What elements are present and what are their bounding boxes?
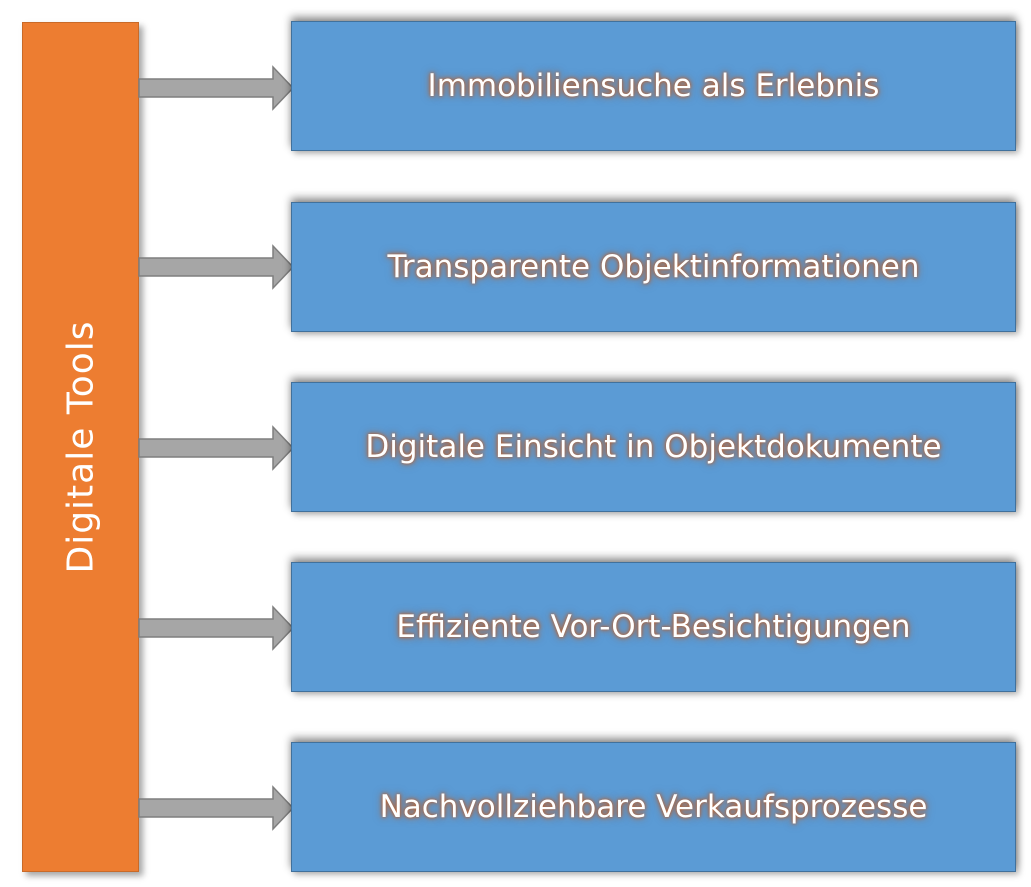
- box-besichtigungen: Effiziente Vor-Ort-Besichtigungen: [291, 562, 1016, 692]
- box-objektdokumente: Digitale Einsicht in Objektdokumente: [291, 382, 1016, 512]
- box-objektinformationen: Transparente Objektinformationen: [291, 202, 1016, 332]
- box-label: Digitale Einsicht in Objektdokumente: [365, 429, 942, 465]
- box-verkaufsprozesse: Nachvollziehbare Verkaufsprozesse: [291, 742, 1016, 872]
- box-label: Transparente Objektinformationen: [387, 249, 920, 285]
- box-immobiliensuche: Immobiliensuche als Erlebnis: [291, 21, 1016, 151]
- digitale-tools-bar: Digitale Tools: [22, 22, 139, 872]
- arrow-0: [138, 65, 295, 111]
- arrow-3: [138, 605, 295, 651]
- arrow-4: [138, 785, 295, 831]
- arrow-1: [138, 244, 295, 290]
- box-label: Immobiliensuche als Erlebnis: [427, 68, 880, 104]
- arrow-2: [138, 425, 295, 471]
- box-label: Nachvollziehbare Verkaufsprozesse: [379, 789, 928, 825]
- box-label: Effiziente Vor-Ort-Besichtigungen: [396, 609, 911, 645]
